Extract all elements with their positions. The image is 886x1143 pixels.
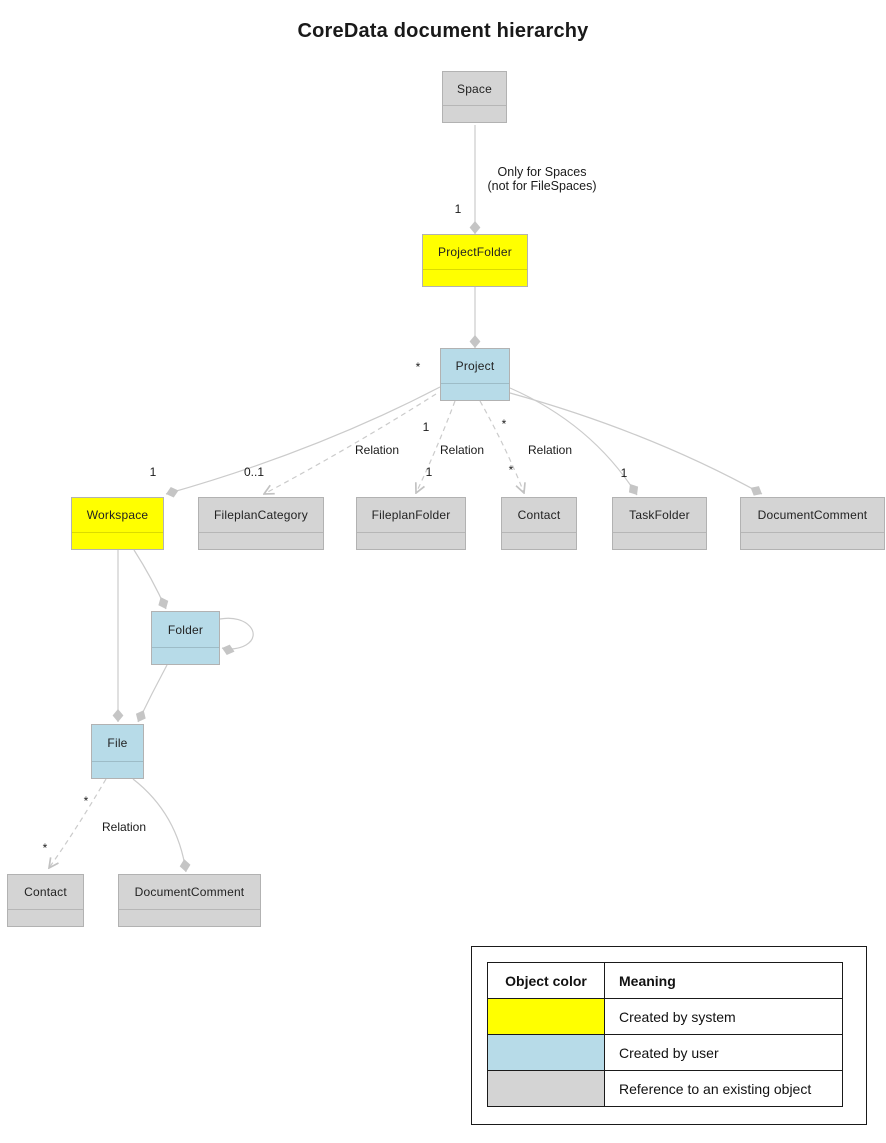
edge-project-fileplanfolder [416,400,456,493]
edge-file-documentcomment [132,778,191,873]
node-file-label: File [107,736,128,750]
legend-swatch-user [487,1034,605,1071]
node-fileplanfolder: FileplanFolder [356,497,466,550]
node-file: File [91,724,144,779]
edge-folder-file [135,664,168,723]
node-fileplancategory-label: FileplanCategory [214,508,308,522]
legend-header-object-color: Object color [487,962,605,999]
node-space: Space [442,71,507,123]
node-contact-bottom-attributes [8,909,83,926]
node-fileplancategory-attributes [199,532,323,549]
edge-workspace-folder [133,549,169,610]
label-relation-file-contact: Relation [101,820,147,834]
node-taskfolder-label: TaskFolder [629,508,690,522]
label-relation-fileplanfolder: Relation [439,443,485,457]
mult-project-contact-source: * [501,417,507,431]
edge-note-only-for-spaces: Only for Spaces (not for FileSpaces) [487,165,597,193]
node-fileplancategory: FileplanCategory [198,497,324,550]
node-folder-attributes [152,647,219,664]
mult-project-taskfolder: 1 [620,466,628,480]
edge-project-workspace [165,386,441,498]
node-fileplanfolder-attributes [357,532,465,549]
edge-project-taskfolder [509,387,639,496]
diagram-title: CoreData document hierarchy [297,20,589,42]
node-projectfolder: ProjectFolder [422,234,528,287]
node-documentcomment-bottom-attributes [119,909,260,926]
legend-box: Object color Meaning Created by system C… [471,946,867,1125]
mult-file-contact-target: * [42,841,48,855]
legend-meaning-system: Created by system [604,998,843,1035]
node-space-attributes [443,105,506,122]
node-contact-top: Contact [501,497,577,550]
legend-header-meaning: Meaning [604,962,843,999]
legend-row-user: Created by user [487,1034,843,1071]
node-project: Project [440,348,510,401]
node-fileplanfolder-label: FileplanFolder [371,508,451,522]
node-folder-label: Folder [167,622,204,637]
node-documentcomment-top-attributes [741,532,884,549]
legend-header-row: Object color Meaning [487,962,843,999]
node-contact-bottom-label: Contact [24,885,67,899]
legend-table: Object color Meaning Created by system C… [487,962,843,1107]
node-project-label: Project [455,359,495,373]
mult-space-projectfolder: 1 [454,202,462,216]
node-workspace-attributes [72,532,163,549]
node-documentcomment-bottom-label: DocumentComment [134,885,245,899]
legend-row-reference: Reference to an existing object [487,1070,843,1107]
node-taskfolder: TaskFolder [612,497,707,550]
node-space-label: Space [456,81,493,96]
node-contact-top-attributes [502,532,576,549]
node-contact-top-label: Contact [517,508,561,522]
node-file-attributes [92,761,143,778]
node-taskfolder-attributes [613,532,706,549]
legend-meaning-reference: Reference to an existing object [604,1070,843,1107]
edge-folder-selfloop [219,617,254,655]
mult-project-workspace: 1 [149,465,157,479]
label-relation-contact: Relation [527,443,573,457]
node-projectfolder-label: ProjectFolder [438,245,512,259]
node-project-attributes [441,383,509,400]
mult-project-fileplanfolder-source: 1 [422,420,430,434]
edge-project-contact [479,400,524,493]
legend-meaning-user: Created by user [604,1034,843,1071]
edge-project-fileplancategory [264,393,437,494]
legend-row-system: Created by system [487,998,843,1035]
node-documentcomment-bottom: DocumentComment [118,874,261,927]
mult-file-contact-source: * [83,794,89,808]
mult-projectfolder-project: * [415,360,421,374]
node-documentcomment-top-label: DocumentComment [757,508,868,522]
node-documentcomment-top: DocumentComment [740,497,885,550]
legend-swatch-system [487,998,605,1035]
edge-file-contact [49,778,107,868]
edge-project-documentcomment [509,392,763,496]
mult-project-contact-target: * [508,463,514,477]
node-contact-bottom: Contact [7,874,84,927]
node-workspace-label: Workspace [86,508,149,522]
mult-project-fileplanfolder-target: 1 [425,465,433,479]
node-projectfolder-attributes [423,269,527,286]
mult-project-fileplancategory: 0..1 [243,465,265,479]
label-relation-fileplancategory: Relation [354,443,400,457]
node-folder: Folder [151,611,220,665]
legend-swatch-reference [487,1070,605,1107]
node-workspace: Workspace [71,497,164,550]
